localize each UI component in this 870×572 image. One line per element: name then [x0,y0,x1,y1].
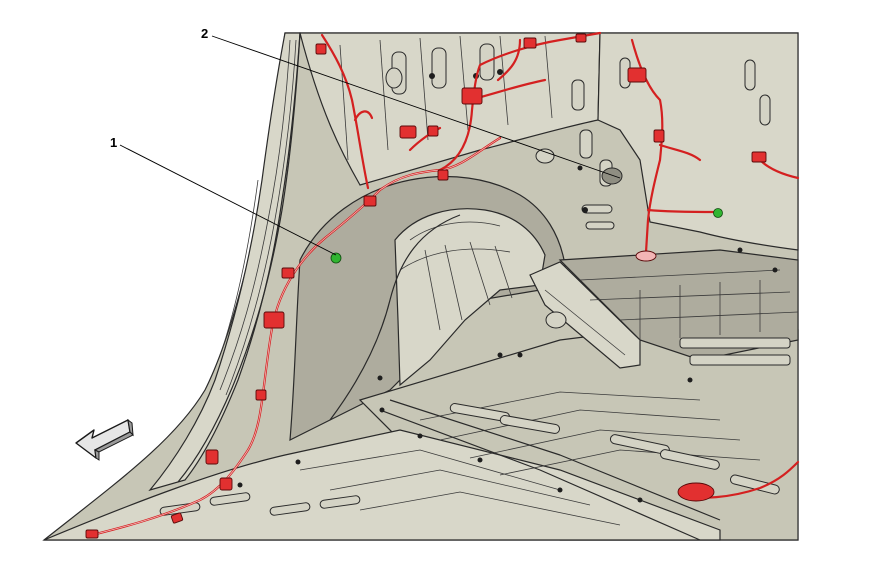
wall-slot [585,221,615,230]
wall-slot [744,59,756,91]
wall-slot [759,94,771,126]
wall-slot [581,204,613,214]
wall-slot [431,47,447,89]
left-pillar [148,32,301,492]
wheelhouse-inner [394,208,546,387]
wall-slot [571,79,585,111]
callout-1-number: 1 [110,135,117,150]
cargo-floor [43,429,721,541]
callouts: 1 2 [110,26,621,256]
callout-1-leader [119,144,337,256]
callout-2-leader [211,35,621,179]
ground-point [330,252,342,264]
ground-point [713,208,723,218]
rear-bracket [529,261,641,369]
harness-grommet [635,250,657,262]
front-direction-arrow-icon [75,418,134,461]
wall-slot [579,129,593,159]
harness-pillar-run [320,33,370,190]
floor-harness-connector [677,482,715,502]
body-shell [42,32,799,541]
panel-details [159,32,799,541]
callout-2-number: 2 [201,26,208,41]
wiring-harness [85,31,800,539]
